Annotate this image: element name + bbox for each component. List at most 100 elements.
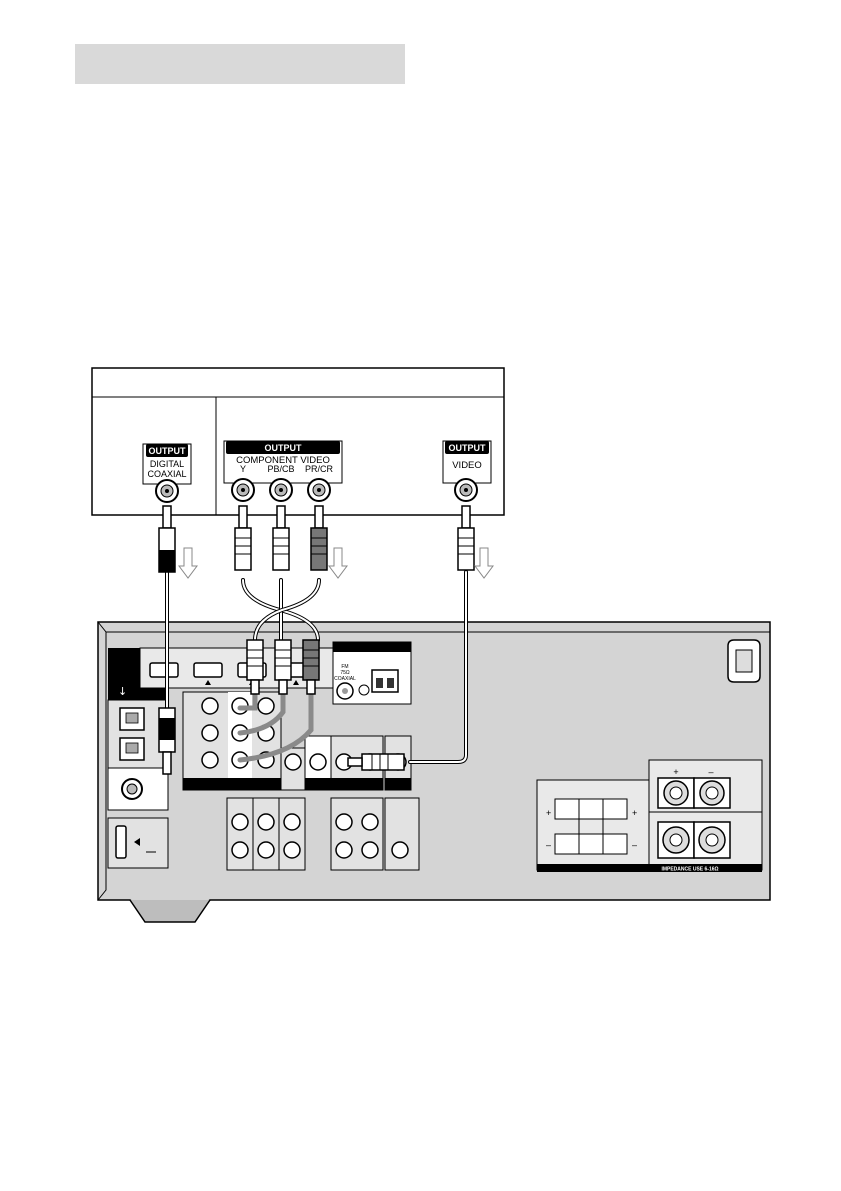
component-plug-y-bottom-body bbox=[247, 640, 263, 680]
component-pb-jack bbox=[270, 479, 292, 501]
coaxial-input-jack-inner bbox=[127, 784, 137, 794]
audio-jack-c2-bottom bbox=[258, 842, 274, 858]
coaxial-plug-bottom-band bbox=[159, 718, 175, 740]
speaker-minus-right: – bbox=[632, 840, 637, 850]
component-y-jack-pin bbox=[241, 488, 245, 492]
video-plug-top-tip bbox=[462, 506, 470, 528]
component-pb-jack-pin bbox=[279, 488, 283, 492]
video-plug-bottom-body bbox=[362, 754, 404, 770]
component-output-badge-text: OUTPUT bbox=[265, 443, 303, 453]
audio-column-3 bbox=[279, 798, 305, 870]
coaxial-plug-top-band bbox=[159, 550, 175, 572]
monitor-out-footer bbox=[305, 778, 331, 790]
fm-coaxial-label: COAXIAL bbox=[334, 676, 356, 682]
rca-jack-r3c1 bbox=[202, 752, 218, 768]
signal-flow-arrow-component bbox=[329, 548, 347, 578]
signal-flow-arrow-video bbox=[475, 548, 493, 578]
audio-jack-c2-top bbox=[258, 814, 274, 830]
binding-post-top-left bbox=[658, 778, 694, 808]
binding-post-top-right bbox=[694, 778, 730, 808]
optical-input-1-port bbox=[126, 713, 138, 723]
ac-inlet-socket bbox=[736, 650, 752, 672]
coaxial-plug-bottom-tip bbox=[163, 752, 171, 774]
speaker-clip-panel bbox=[537, 780, 649, 870]
antenna-block: FM 75Ω COAXIAL bbox=[333, 642, 411, 704]
component-plug-y-top-body bbox=[235, 528, 251, 570]
am-terminal-left bbox=[376, 678, 383, 688]
component-video-input-block bbox=[183, 692, 281, 790]
component-plug-pb-top-body bbox=[273, 528, 289, 570]
component-pr-jack bbox=[308, 479, 330, 501]
component-input-footer bbox=[183, 778, 281, 790]
usb-port bbox=[116, 826, 126, 858]
rca-jack-r1c1 bbox=[202, 698, 218, 714]
digital-output-badge-text: OUTPUT bbox=[149, 446, 187, 456]
receiver: ↓ FM bbox=[98, 622, 770, 922]
coaxial-plug-top bbox=[159, 506, 175, 572]
post-minus-label: – bbox=[708, 767, 713, 777]
component-plug-pr-bottom-body bbox=[303, 640, 319, 680]
ground-screw-icon bbox=[359, 685, 369, 695]
signal-flow-arrow-audio bbox=[179, 548, 197, 578]
component-plug-pb-bottom-body bbox=[275, 640, 291, 680]
component-plug-pb-top-tip bbox=[277, 506, 285, 528]
audio-column-1 bbox=[227, 798, 253, 870]
component-pr-label: PR/CR bbox=[305, 464, 334, 474]
component-y-jack bbox=[232, 479, 254, 501]
video-plug-bottom-tip bbox=[348, 758, 362, 766]
audio-column-2 bbox=[253, 798, 279, 870]
video-out-footer bbox=[385, 778, 411, 790]
component-video-output: OUTPUT COMPONENT VIDEO Y PB/CB PR/CR bbox=[224, 441, 342, 501]
impedance-strip bbox=[537, 864, 762, 872]
hdmi-port-2 bbox=[194, 663, 222, 677]
video-label: VIDEO bbox=[452, 460, 482, 471]
speaker-plus-left: + bbox=[546, 808, 551, 818]
subwoofer-jack bbox=[392, 842, 408, 858]
audio-column-4 bbox=[331, 798, 383, 870]
audio-jack-c4-top-right bbox=[362, 814, 378, 830]
receiver-foot bbox=[130, 900, 210, 922]
ac-power-inlet bbox=[728, 640, 760, 682]
rca-jack-r2c1 bbox=[202, 725, 218, 741]
audio-jack-c4-bottom-left bbox=[336, 842, 352, 858]
component-plug-y-bottom-tip bbox=[251, 680, 259, 694]
component-plug-pr-top-body bbox=[311, 528, 327, 570]
audio-jack-c3-top bbox=[284, 814, 300, 830]
speaker-clip-row-top bbox=[555, 799, 627, 819]
subwoofer-column bbox=[385, 798, 419, 870]
component-plug-pr-top-tip bbox=[315, 506, 323, 528]
speaker-minus-left: – bbox=[546, 840, 551, 850]
component-y-label: Y bbox=[240, 464, 246, 474]
video-column-jack bbox=[285, 754, 301, 770]
video-output-badge-text: OUTPUT bbox=[449, 443, 487, 453]
digital-label: DIGITAL bbox=[150, 459, 184, 469]
fm-antenna-jack-inner bbox=[342, 688, 348, 694]
binding-post-bottom-right-cap bbox=[706, 834, 718, 846]
component-plug-pr-bottom-tip bbox=[307, 680, 315, 694]
audio-jack-c4-top-left bbox=[336, 814, 352, 830]
speaker-plus-right: + bbox=[632, 808, 637, 818]
monitor-out-jack bbox=[310, 754, 326, 770]
video-input-footer bbox=[331, 778, 383, 790]
audio-jack-c4-bottom-right bbox=[362, 842, 378, 858]
binding-post-bottom-right bbox=[694, 822, 730, 858]
audio-jack-c1-bottom bbox=[232, 842, 248, 858]
component-plug-pb-bottom-tip bbox=[279, 680, 287, 694]
composite-video-jack-pin bbox=[464, 488, 468, 492]
component-plug-y-top-tip bbox=[239, 506, 247, 528]
antenna-panel-header bbox=[333, 642, 411, 652]
digital-coaxial-jack-pin bbox=[165, 489, 169, 493]
rca-jack-r1c3 bbox=[258, 698, 274, 714]
component-pr-jack-pin bbox=[317, 488, 321, 492]
source-device: OUTPUT DIGITAL COAXIAL OUTPUT COMPONENT … bbox=[92, 368, 504, 515]
binding-post-bottom-left-cap bbox=[670, 834, 682, 846]
hdmi-port-1 bbox=[150, 663, 178, 677]
coaxial-label: COAXIAL bbox=[147, 469, 186, 479]
post-plus-label: + bbox=[673, 767, 678, 777]
component-pb-label: PB/CB bbox=[267, 464, 294, 474]
impedance-label: IMPEDANCE USE 6-16Ω bbox=[661, 867, 718, 873]
coaxial-plug-top-tip bbox=[163, 506, 171, 528]
speaker-clip-row-bottom bbox=[555, 834, 627, 854]
video-plug-top-body bbox=[458, 528, 474, 570]
am-antenna-terminal bbox=[372, 670, 398, 692]
